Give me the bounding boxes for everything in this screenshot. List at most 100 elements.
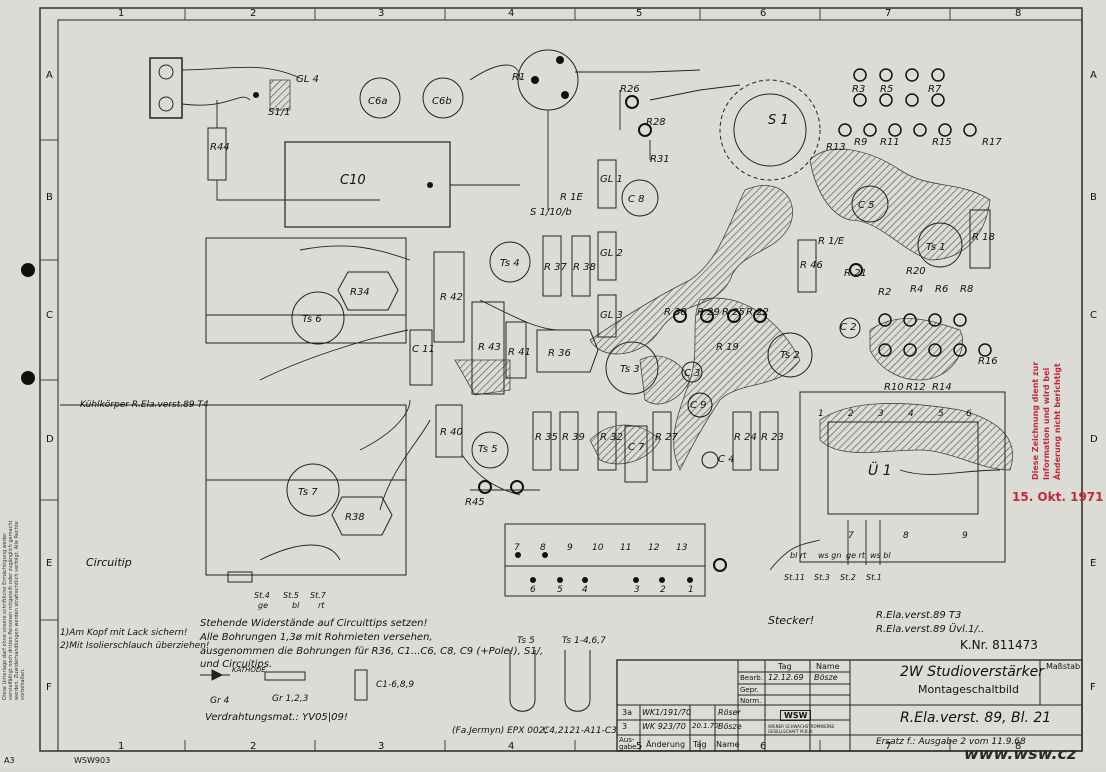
potentiometer-r1 [517, 49, 579, 111]
website-watermark: www.wsw.cz [964, 744, 1077, 763]
row-label: B [46, 192, 53, 203]
svg-text:R38: R38 [345, 512, 365, 523]
svg-text:R 24: R 24 [734, 432, 757, 443]
row-label: F [46, 682, 52, 693]
svg-text:R17: R17 [982, 137, 1002, 148]
col-label: 8 [1015, 8, 1021, 19]
svg-text:R45: R45 [465, 497, 485, 508]
svg-text:Ts 1: Ts 1 [926, 242, 946, 253]
rev-no: 3a [622, 708, 632, 717]
paper-size: A3 [4, 756, 15, 765]
drawing-subtitle: Montageschaltbild [918, 683, 1019, 696]
svg-text:R10: R10 [884, 382, 904, 393]
svg-text:GL 4: GL 4 [296, 74, 319, 85]
norm-label: Norm. [740, 697, 762, 705]
svg-text:5: 5 [557, 585, 563, 595]
svg-text:R 25: R 25 [722, 307, 745, 318]
col-label: 8 [1015, 741, 1021, 752]
svg-text:S1/1: S1/1 [268, 107, 290, 118]
svg-text:R34: R34 [350, 287, 370, 298]
stamp-line-1: Diese Zeichnung [1031, 405, 1040, 480]
svg-text:C6a: C6a [368, 96, 387, 107]
col-label: 6 [760, 741, 766, 752]
name-label: Name [716, 740, 740, 749]
svg-text:St.7: St.7 [310, 591, 327, 600]
svg-text:R 19: R 19 [716, 342, 739, 353]
col-label: 2 [250, 8, 256, 19]
svg-text:St.5: St.5 [283, 591, 299, 600]
ersatz-note: Ersatz f.: Ausgabe 2 vom 11.9.68 [876, 737, 1026, 747]
svg-text:S 1/10/b: S 1/10/b [530, 207, 572, 218]
col-label: 1 [118, 741, 124, 752]
catalog-number: K.Nr. 811473 [960, 638, 1038, 652]
svg-text:C 8: C 8 [628, 194, 645, 205]
rev-no: 3 [622, 722, 628, 731]
row-label: D [46, 434, 54, 445]
svg-text:4: 4 [582, 585, 588, 595]
svg-text:S 1: S 1 [768, 113, 789, 128]
stamp-line-4: berichtigt [1053, 363, 1062, 408]
svg-text:R 35: R 35 [535, 432, 558, 443]
svg-text:6: 6 [530, 585, 536, 595]
stecker-label: Stecker! [768, 614, 815, 627]
svg-text:Ts 5: Ts 5 [478, 444, 498, 455]
rev-change: WK1/191/70 [642, 708, 692, 717]
svg-text:3: 3 [878, 409, 884, 419]
svg-text:GL 2: GL 2 [600, 248, 623, 259]
note-1: 1)Am Kopf mit Lack sichern! [60, 628, 188, 638]
company-logo: WSW [780, 710, 812, 721]
svg-text:R 32: R 32 [600, 432, 623, 443]
svg-text:ws bl: ws bl [870, 551, 891, 560]
day-header: Tag [778, 662, 792, 671]
ausgabe-label: Aus-gabe [619, 736, 637, 751]
svg-text:R 29: R 29 [697, 307, 720, 318]
svg-text:R 21: R 21 [844, 268, 867, 279]
svg-text:bl rt: bl rt [790, 551, 807, 560]
svg-text:C 9: C 9 [690, 400, 707, 411]
svg-text:2: 2 [660, 585, 666, 595]
svg-text:6: 6 [966, 409, 972, 419]
col-label: 7 [885, 8, 891, 19]
svg-text:R5: R5 [880, 84, 893, 95]
svg-text:R20: R20 [906, 266, 926, 277]
svg-text:ge rt: ge rt [846, 551, 866, 560]
svg-text:1: 1 [688, 585, 694, 595]
svg-text:C 5: C 5 [858, 200, 875, 211]
note-4: Alle Bohrungen 1,3ø mit Rohrnieten verse… [200, 632, 433, 643]
svg-text:R 42: R 42 [440, 292, 463, 303]
capacitor-c10 [284, 141, 451, 228]
svg-text:R 36: R 36 [548, 348, 571, 359]
rev-change: WK 923/70 [642, 722, 686, 731]
svg-text:9: 9 [567, 543, 573, 553]
row-label: C [46, 310, 53, 321]
svg-text:5: 5 [938, 409, 944, 419]
svg-text:7: 7 [514, 543, 520, 553]
svg-text:R9: R9 [854, 137, 867, 148]
row-label: A [1090, 70, 1097, 81]
ts5-label: Ts 5 [517, 636, 535, 646]
svg-text:Ts 4: Ts 4 [500, 258, 520, 269]
svg-text:1: 1 [818, 409, 824, 419]
svg-text:C 3: C 3 [684, 368, 701, 379]
svg-text:8: 8 [903, 531, 909, 541]
bearb-date: 12.12.69 [768, 673, 804, 682]
row-label: D [1090, 434, 1098, 445]
row-label: C [1090, 310, 1097, 321]
svg-text:ge: ge [258, 601, 268, 610]
col-label: 2 [250, 741, 256, 752]
svg-text:R 18: R 18 [972, 232, 995, 243]
note-5: ausgenommen die Bohrungen für R36, C1...… [200, 646, 544, 657]
col-label: 4 [508, 8, 514, 19]
svg-text:11: 11 [620, 543, 631, 553]
note-6: und Circuitips. [200, 659, 273, 670]
svg-text:R 41: R 41 [508, 347, 531, 358]
svg-text:C10: C10 [340, 173, 366, 188]
svg-text:R3: R3 [852, 84, 865, 95]
svg-text:R7: R7 [928, 84, 942, 95]
row-label: E [1090, 558, 1096, 569]
svg-text:R31: R31 [650, 154, 670, 165]
col-label: 3 [378, 741, 384, 752]
svg-text:R 38: R 38 [573, 262, 596, 273]
svg-text:R 43: R 43 [478, 342, 501, 353]
svg-text:C 11: C 11 [412, 344, 435, 355]
